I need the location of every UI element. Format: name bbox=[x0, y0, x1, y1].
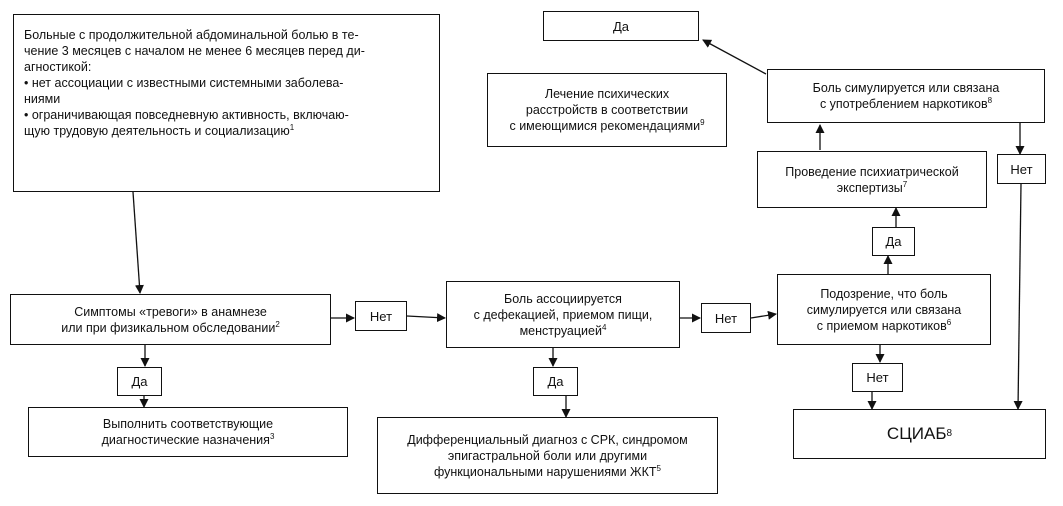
alarm-line-2: или при физикальном обследовании bbox=[61, 320, 276, 335]
arrow-simulated-to-yes bbox=[702, 39, 767, 75]
sim-ref: 8 bbox=[987, 95, 993, 105]
diff-line-3: функциональными нарушениями ЖКТ bbox=[434, 464, 657, 479]
differential-diagnosis-box: Дифференциальный диагноз с СРК, синдромо… bbox=[377, 417, 718, 494]
suspect-line-1: Подозрение, что боль bbox=[820, 286, 948, 301]
sciab-label: СЦИАБ bbox=[886, 424, 947, 443]
alarm-ref: 2 bbox=[275, 319, 280, 329]
start-line-2: чение 3 месяцев с началом не менее 6 мес… bbox=[24, 44, 365, 58]
diff-line-1: Дифференциальный диагноз с СРК, синдромо… bbox=[407, 432, 688, 447]
treat-line-3: с имеющимися рекомендациями bbox=[509, 119, 701, 133]
psych-ref: 7 bbox=[902, 179, 908, 189]
pain-line-3: менструацией bbox=[519, 323, 602, 338]
treat-line-1: Лечение психических bbox=[544, 87, 670, 101]
start-line-5: ниями bbox=[24, 92, 61, 106]
pain-line-1: Боль ассоциируется bbox=[504, 291, 622, 306]
suspect-no-label: Нет bbox=[852, 363, 903, 392]
pain-no-label: Нет bbox=[701, 303, 751, 333]
alarm-symptoms-box: Симптомы «тревоги» в анамнезе или при фи… bbox=[10, 294, 331, 345]
treatment-box: Лечение психических расстройств в соотве… bbox=[487, 73, 727, 147]
pain-association-box: Боль ассоциируется с дефекацией, приемом… bbox=[446, 281, 680, 348]
arrow-no-to-pain bbox=[406, 313, 446, 323]
simulated-yes-label: Да bbox=[543, 11, 699, 41]
sim-line-2: с употреблением наркотиков bbox=[819, 97, 988, 111]
start-line-7: щую трудовую деятельность и социализацию bbox=[24, 124, 290, 138]
pain-ref: 4 bbox=[601, 322, 607, 332]
suspect-line-2: симулируется или связана bbox=[806, 302, 962, 317]
sim-line-1: Боль симулируется или связана bbox=[812, 81, 1000, 95]
start-line-4: • нет ассоциации с известными системными… bbox=[24, 76, 344, 90]
suspect-yes-label: Да bbox=[872, 227, 915, 256]
suspect-line-3: с приемом наркотиков bbox=[816, 318, 947, 333]
start-line-6: • ограничивающая повседневную активность… bbox=[24, 108, 349, 122]
psych-line-1: Проведение психиатрической bbox=[785, 164, 959, 179]
psych-line-2: экспертизы bbox=[836, 180, 903, 195]
arrow-no-to-suspect bbox=[750, 310, 777, 320]
suspicion-box: Подозрение, что боль симулируется или св… bbox=[777, 274, 991, 345]
start-criteria-box: Больные с продолжительной абдоминальной … bbox=[13, 14, 440, 192]
treat-line-2: расстройств в соответствии bbox=[525, 103, 689, 117]
alarm-yes-label: Да bbox=[117, 367, 162, 396]
start-ref: 1 bbox=[289, 122, 295, 132]
diag-action-line-2: диагностические назначения bbox=[101, 433, 270, 447]
diff-line-2: эпигастральной боли или другими bbox=[447, 448, 648, 463]
treat-ref: 9 bbox=[700, 117, 705, 127]
alarm-no-label: Нет bbox=[355, 301, 407, 331]
alarm-line-1: Симптомы «тревоги» в анамнезе bbox=[74, 304, 267, 319]
diag-action-line-1: Выполнить соответствующие bbox=[102, 417, 274, 431]
pain-line-2: с дефекацией, приемом пищи, bbox=[473, 307, 653, 322]
pain-yes-label: Да bbox=[533, 367, 578, 396]
diff-ref: 5 bbox=[656, 463, 661, 473]
suspect-ref: 6 bbox=[946, 317, 952, 327]
start-line-1: Больные с продолжительной абдоминальной … bbox=[24, 28, 359, 42]
simulated-pain-box: Боль симулируется или связана с употребл… bbox=[767, 69, 1045, 123]
diagnostic-action-box: Выполнить соответствующие диагностически… bbox=[28, 407, 348, 457]
simulated-no-label: Нет bbox=[997, 154, 1046, 184]
arrow-start-to-alarm bbox=[132, 191, 144, 294]
arrow-no-to-sciab bbox=[1013, 183, 1023, 410]
start-line-3: агностикой: bbox=[24, 60, 92, 74]
psychiatric-exam-box: Проведение психиатрической экспертизы7 bbox=[757, 151, 987, 208]
diag-action-ref: 3 bbox=[269, 431, 275, 441]
